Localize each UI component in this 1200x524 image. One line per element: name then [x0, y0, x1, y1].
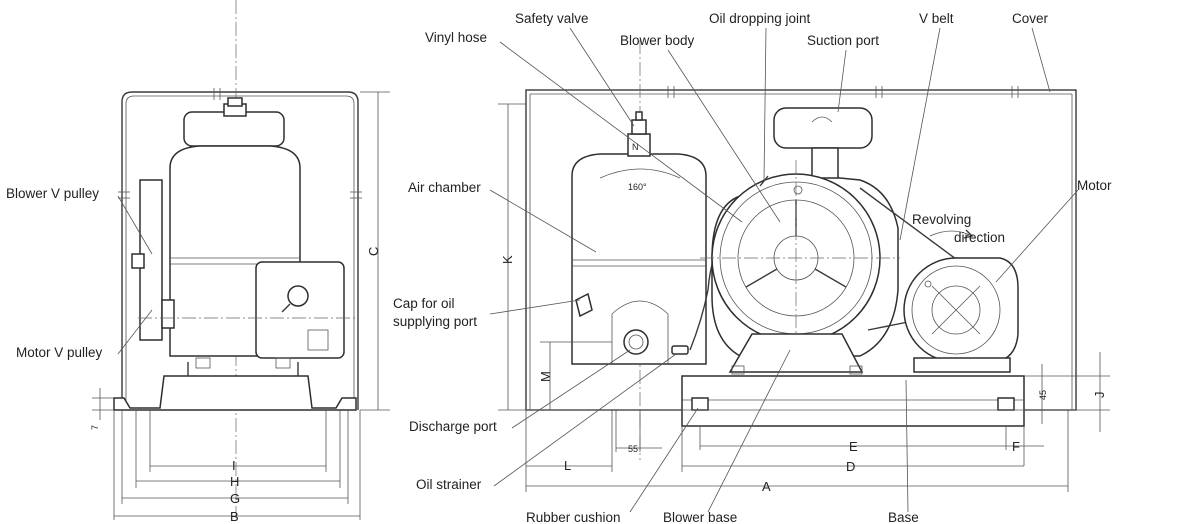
- dim-G: G: [230, 491, 240, 506]
- dim-I: I: [232, 458, 236, 473]
- angle-160: 160°: [628, 182, 647, 192]
- dim-M: M: [538, 371, 553, 382]
- label-discharge-port: Discharge port: [409, 419, 497, 434]
- base: [681, 375, 1025, 427]
- blower-base: [728, 333, 864, 373]
- svg-text:N: N: [632, 142, 639, 152]
- dim-B: B: [230, 509, 239, 524]
- label-oil-dropping-joint: Oil dropping joint: [709, 11, 811, 26]
- motor-foot: [913, 357, 1011, 373]
- dim-55: 55: [628, 444, 638, 454]
- label-direction: direction: [954, 230, 1005, 245]
- label-blower-body: Blower body: [620, 33, 695, 48]
- dim-45: 45: [1038, 390, 1048, 400]
- suction-port-cap: [773, 107, 873, 149]
- dim-A: A: [762, 479, 771, 494]
- label-motor-v-pulley: Motor V pulley: [16, 345, 103, 360]
- dim-L: L: [564, 458, 571, 473]
- label-revolving: Revolving: [912, 212, 971, 227]
- dim-H: H: [230, 474, 239, 489]
- label-vinyl-hose: Vinyl hose: [425, 30, 487, 45]
- label-oil-strainer: Oil strainer: [416, 477, 482, 492]
- suction-neck: [811, 147, 839, 179]
- label-rubber-cushion: Rubber cushion: [526, 510, 621, 524]
- dim-C: C: [366, 247, 381, 256]
- dim-D: D: [846, 459, 855, 474]
- side-suction-cap: [183, 111, 285, 147]
- dim-E: E: [849, 439, 858, 454]
- label-cap-oil-1: Cap for oil: [393, 296, 455, 311]
- label-suction-port: Suction port: [807, 33, 879, 48]
- dim-K: K: [500, 255, 515, 264]
- side-blower-body: [255, 261, 345, 359]
- side-view: I H G B C 7 Blower V pulley Motor V pull…: [6, 0, 390, 524]
- label-motor: Motor: [1077, 178, 1112, 193]
- label-base: Base: [888, 510, 919, 524]
- oil-strainer: [671, 345, 689, 355]
- dim-F: F: [1012, 439, 1020, 454]
- dim-J: J: [1092, 392, 1107, 399]
- air-chamber-tank: [571, 153, 707, 365]
- label-air-chamber: Air chamber: [408, 180, 481, 195]
- label-cover: Cover: [1012, 11, 1049, 26]
- label-safety-valve: Safety valve: [515, 11, 589, 26]
- label-blower-v-pulley: Blower V pulley: [6, 186, 99, 201]
- side-base: [113, 375, 357, 411]
- discharge-port: [623, 329, 649, 355]
- rubber-cushion: [691, 397, 709, 411]
- side-cover-outline: [121, 91, 359, 410]
- label-cap-oil-2: supplying port: [393, 314, 477, 329]
- label-v-belt: V belt: [919, 11, 954, 26]
- label-blower-base: Blower base: [663, 510, 737, 524]
- front-view: N 160°: [393, 11, 1112, 524]
- v-belt: [859, 187, 961, 263]
- dim-7: 7: [90, 425, 100, 430]
